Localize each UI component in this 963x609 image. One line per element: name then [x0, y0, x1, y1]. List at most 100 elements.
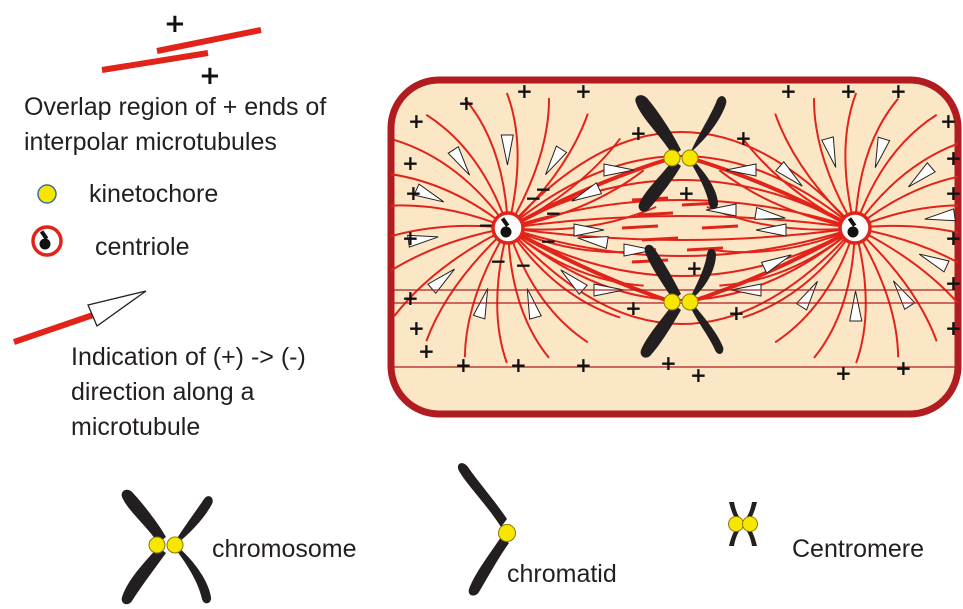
chromosome-bottom [640, 244, 724, 358]
centriole-left [491, 211, 525, 245]
minus-sign: − [478, 213, 495, 237]
direction-arrow [573, 223, 605, 237]
direction-arrow [413, 183, 445, 203]
plus-sign: + [945, 181, 962, 205]
minus-sign: − [535, 177, 552, 201]
chromosome-icon [121, 489, 213, 605]
minus-sign: − [490, 249, 507, 273]
plus-sign: + [890, 79, 907, 103]
plus-sign: + [780, 79, 797, 103]
direction-arrow [924, 208, 956, 222]
astral-microtubule [813, 98, 856, 229]
plus-sign: + [945, 316, 962, 340]
direction-arrow [603, 163, 635, 177]
kinetochore-fiber [507, 226, 673, 304]
astral-microtubule [854, 98, 899, 229]
interpolar-microtubule [507, 227, 856, 257]
interpolar-microtubule [507, 227, 856, 301]
astral-microtubule [507, 227, 550, 359]
legend-direction: Indication of (+) -> (-) direction along… [13, 290, 306, 441]
astral-microtubule [391, 171, 509, 229]
plus-sign: + [686, 256, 703, 280]
interpolar-microtubule [507, 215, 856, 229]
astral-microtubule [391, 204, 509, 229]
direction-arrow [775, 161, 803, 187]
plus-sign: + [402, 226, 419, 250]
direction-arrow [874, 136, 891, 168]
plus-sign: + [940, 109, 957, 133]
cell-membrane [387, 76, 962, 418]
plus-sign: + [164, 9, 186, 39]
plus-sign: + [516, 79, 533, 103]
astral-microtubule [854, 227, 900, 358]
overlap-segment [686, 246, 724, 252]
overlap-label-line2: interpolar microtubules [24, 128, 277, 156]
plus-sign: + [199, 61, 221, 91]
kinetochore-icon [37, 184, 57, 204]
direction-arrow [892, 280, 916, 311]
plus-sign: + [835, 361, 852, 385]
astral-microtubule [391, 227, 509, 285]
plus-sign: + [735, 126, 752, 150]
astral-microtubule [742, 227, 856, 319]
plus-sign: + [630, 121, 647, 145]
plus-sign: + [510, 353, 527, 377]
overlap-segment [636, 211, 674, 217]
plus-sign: + [625, 296, 642, 320]
chromosome-label: chromosome [212, 535, 357, 563]
microtubule-line [101, 50, 209, 73]
direction-arrow [623, 243, 655, 257]
plus-sign: + [408, 316, 425, 340]
overlap-segment [701, 224, 739, 230]
direction-arrow [918, 253, 950, 273]
direction-arrow [849, 290, 863, 322]
astral-microtubules [391, 92, 958, 364]
interpolar-microtubule [507, 227, 856, 277]
minus-sign: − [545, 201, 562, 225]
interpolar-microtubule [507, 131, 856, 229]
centriole-right [838, 211, 872, 245]
kinetochore-fiber [689, 156, 856, 230]
chromosome-top [635, 95, 727, 212]
direction-arrow-icon [87, 290, 147, 327]
overlap-label-line1: Overlap region of + ends of [24, 93, 326, 121]
overlap-segment [621, 224, 659, 230]
plus-sign: + [728, 301, 745, 325]
direction-arrow [407, 234, 439, 248]
polarity-signs: ++++++++++++++++++++++++++++++++−−−−−−− [402, 79, 962, 387]
plus-sign: + [840, 79, 857, 103]
direction-arrow [526, 288, 542, 320]
astral-microtubule [505, 92, 519, 229]
kinetochore-label: kinetochore [89, 180, 218, 208]
astral-microtubule [507, 227, 621, 319]
astral-microtubule [854, 224, 958, 249]
legend-kinetochore: kinetochore [37, 180, 218, 208]
direction-arrow [725, 163, 757, 177]
astral-microtubule [391, 224, 509, 249]
plus-sign: + [945, 226, 962, 250]
interpolar-microtubule [507, 155, 856, 229]
plus-sign: + [575, 79, 592, 103]
direction-arrow [577, 236, 609, 250]
direction-arrows [407, 134, 956, 322]
astral-microtubule [425, 227, 509, 342]
plus-sign: + [895, 356, 912, 380]
direction-arrow [755, 223, 787, 237]
astral-microtubule [393, 227, 509, 317]
interpolar-microtubule [507, 227, 856, 241]
direction-arrow [427, 268, 455, 294]
astral-microtubule [706, 227, 856, 254]
microtubule-line [13, 312, 94, 345]
astral-microtubule [718, 169, 856, 229]
astral-microtubule [854, 227, 867, 364]
astral-microtubule [464, 98, 509, 229]
plus-sign: + [678, 181, 695, 205]
plus-sign: + [945, 271, 962, 295]
direction-label-line3: microtubule [71, 413, 200, 441]
legend-centriole: centriole [31, 225, 190, 261]
direction-arrow [760, 254, 792, 274]
plus-sign: + [945, 146, 962, 170]
centromere-label: Centromere [792, 535, 924, 563]
plus-sign: + [575, 353, 592, 377]
